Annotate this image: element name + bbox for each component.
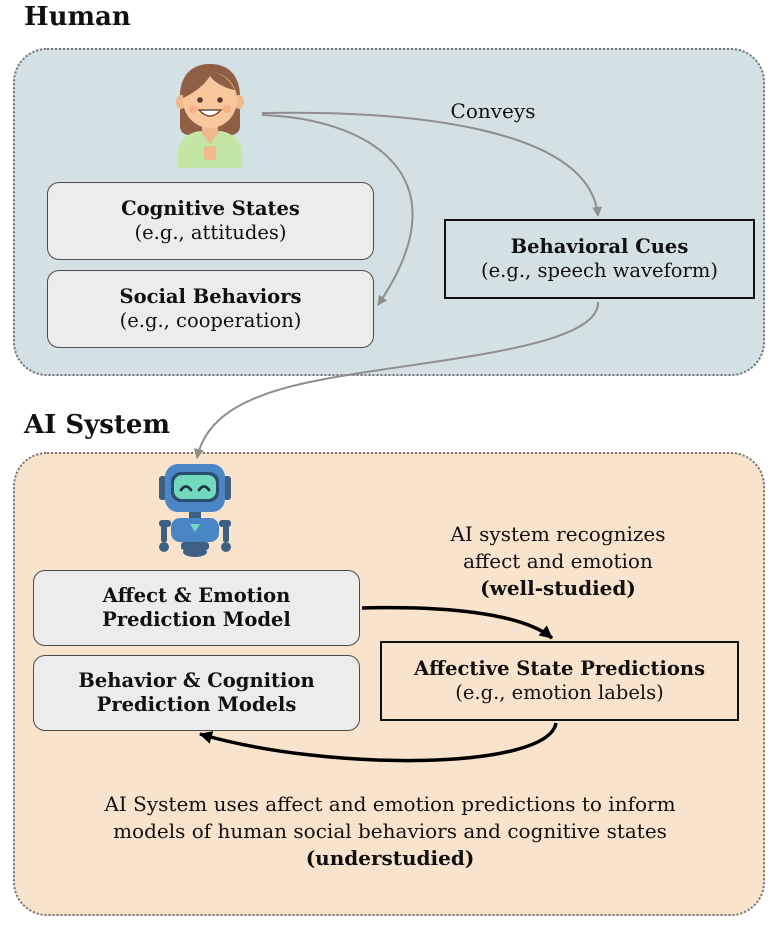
cognitive-states-box: Cognitive States (e.g., attitudes) xyxy=(47,182,374,260)
recognition-note-line1: AI system recognizes xyxy=(450,522,666,546)
social-behaviors-box: Social Behaviors (e.g., cooperation) xyxy=(47,270,374,348)
model-to-predictions-arrow xyxy=(361,605,554,640)
behavior-cognition-models-line2: Prediction Models xyxy=(96,693,297,716)
understudied-tag: (understudied) xyxy=(305,846,475,870)
usage-note-line2: models of human social behaviors and cog… xyxy=(113,819,667,843)
recognition-note: AI system recognizes affect and emotion … xyxy=(400,521,716,602)
behavioral-cues-title: Behavioral Cues xyxy=(510,234,689,258)
ai-section-title: AI System xyxy=(24,410,170,440)
behavioral-cues-box: Behavioral Cues (e.g., speech waveform) xyxy=(444,219,755,299)
affect-emotion-model-box: Affect & Emotion Prediction Model xyxy=(33,570,360,646)
human-section-title: Human xyxy=(24,2,131,32)
behavior-cognition-models-line1: Behavior & Cognition xyxy=(78,668,315,692)
conveys-arrow xyxy=(261,111,603,217)
behavioral-cues-example: (e.g., speech waveform) xyxy=(481,259,718,282)
affect-emotion-model-line2: Prediction Model xyxy=(102,608,291,631)
cognitive-states-example: (e.g., attitudes) xyxy=(134,221,287,244)
affective-state-predictions-box: Affective State Predictions (e.g., emoti… xyxy=(380,641,739,721)
behavior-cognition-models-box: Behavior & Cognition Prediction Models xyxy=(33,655,360,731)
well-studied-tag: (well-studied) xyxy=(480,576,636,600)
social-behaviors-example: (e.g., cooperation) xyxy=(119,309,302,332)
affective-state-predictions-title: Affective State Predictions xyxy=(413,656,706,680)
woman-avatar-icon xyxy=(176,64,244,168)
usage-note-line1: AI System uses affect and emotion predic… xyxy=(104,792,676,816)
affective-state-predictions-example: (e.g., emotion labels) xyxy=(455,681,664,704)
conveys-label: Conveys xyxy=(450,99,536,123)
usage-note: AI System uses affect and emotion predic… xyxy=(40,791,740,872)
affect-emotion-model-line1: Affect & Emotion xyxy=(102,583,291,607)
cues-to-ai-system-arrow xyxy=(193,301,600,459)
predictions-to-behavior-models-arrow xyxy=(199,722,558,763)
cognitive-states-title: Cognitive States xyxy=(121,196,300,220)
social-behaviors-title: Social Behaviors xyxy=(119,284,302,308)
recognition-note-line2: affect and emotion xyxy=(463,549,653,573)
robot-icon xyxy=(159,464,231,557)
human-to-social-behaviors-arrow xyxy=(261,114,414,306)
